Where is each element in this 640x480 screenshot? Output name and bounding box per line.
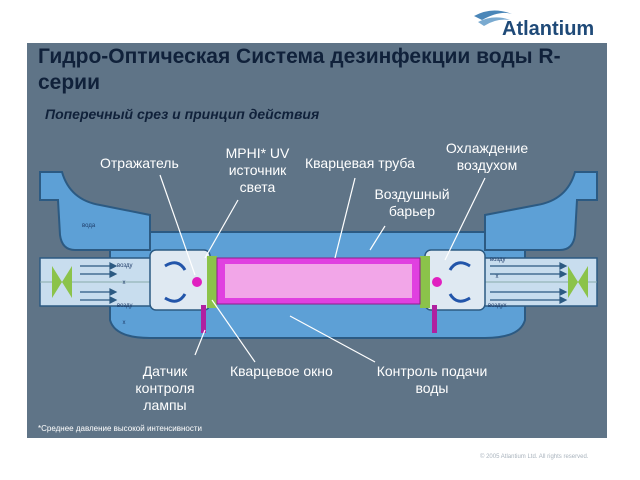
air-label-left-top: возду х (117, 263, 133, 286)
water-label: вода (82, 223, 96, 229)
reflector-label: Отражатель (100, 155, 179, 171)
copyright: © 2005 Atlantium Ltd. All rights reserve… (480, 454, 589, 460)
quartz-tube-label: Кварцевая труба (305, 155, 415, 171)
uv-source-label: MPHI* UV источник света (225, 145, 290, 195)
footnote: *Среднее давление высокой интенсивности (38, 424, 202, 433)
wave-logo-icon (474, 10, 512, 26)
air-label-right-bottom: воздух (488, 303, 507, 309)
water-flow-control-label: Контроль подачи воды (376, 363, 488, 396)
right-outlet-pipe (484, 171, 598, 251)
air-flow-arrow-icon (80, 262, 568, 304)
air-label-right-top: возду х (490, 257, 506, 280)
page-title: Гидро-Оптическая Система дезинфекции вод… (38, 45, 561, 94)
sensor-icon (201, 305, 206, 333)
left-inlet-pipe (39, 171, 151, 251)
page-subtitle: Поперечный срез и принцип действия (45, 106, 320, 122)
uv-source-dot (192, 277, 202, 287)
right-quartz-window (420, 256, 430, 308)
fan-icon (52, 266, 588, 298)
air-label-left-bottom: возду х (117, 303, 133, 326)
reflector-icon (164, 261, 471, 303)
quartz-window-label: Кварцевое окно (230, 363, 333, 379)
lamp-sensor-label: Датчик контроля лампы (135, 363, 195, 413)
left-quartz-window (207, 256, 217, 308)
air-barrier-label: Воздушный барьер (374, 186, 450, 219)
air-cooling-label: Охлаждение воздухом (445, 140, 529, 173)
brand-name: Atlantium (502, 18, 595, 40)
